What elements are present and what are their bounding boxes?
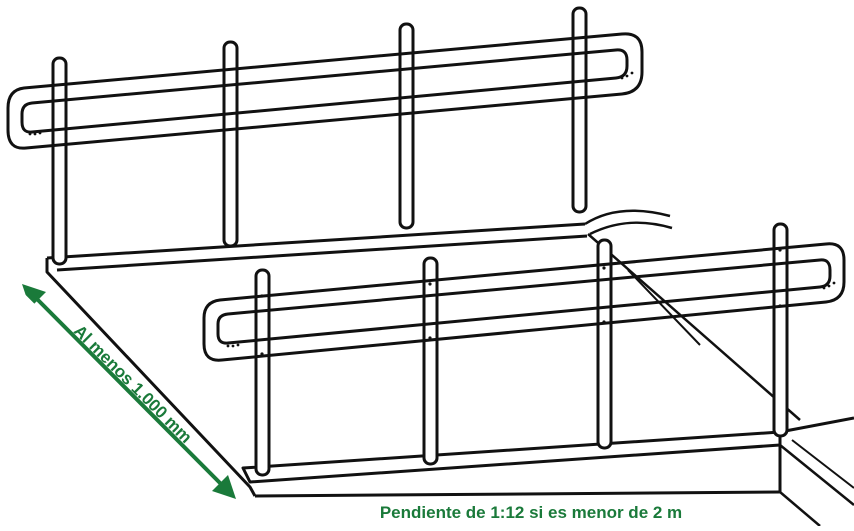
near-rail-inner	[216, 258, 832, 345]
slope-label: Pendiente de 1:12 si es menor de 2 m	[380, 503, 682, 522]
near-rail-outer	[202, 242, 846, 362]
far-post-3	[398, 22, 415, 230]
arrow-down-right-icon	[212, 475, 236, 499]
near-handrail	[202, 222, 846, 477]
far-rail-outer	[6, 32, 644, 150]
width-dimension: Al menos 1.000 mm	[0, 271, 236, 499]
far-post-1	[51, 56, 68, 266]
ramp-surface	[45, 209, 854, 527]
far-handrail	[6, 6, 644, 266]
far-rail-inner	[20, 48, 629, 134]
near-post-4	[772, 222, 789, 438]
far-post-4	[571, 6, 588, 214]
near-post-3	[596, 238, 613, 450]
near-post-2	[422, 256, 439, 466]
near-post-1	[254, 268, 271, 477]
far-post-2	[222, 40, 239, 248]
